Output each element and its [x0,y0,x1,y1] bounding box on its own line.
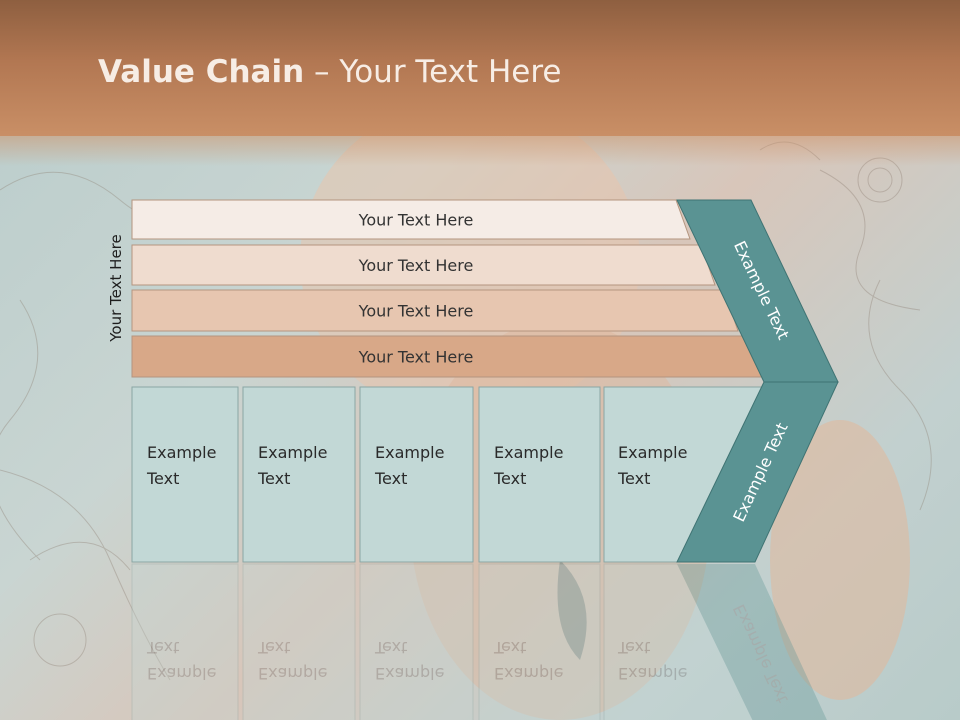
slide-title-rest: – Your Text Here [304,54,562,90]
primary-block-label-line1: Example [494,443,563,462]
primary-block-label-line1: Example [375,443,444,462]
primary-block-reflection-line2: Text [374,638,407,657]
primary-block-reflection-line2: Text [617,638,650,657]
primary-block-reflection [242,563,356,720]
primary-block-reflection-line2: Text [493,638,526,657]
primary-block-reflection-line2: Text [146,638,179,657]
primary-block-reflection [478,563,601,720]
support-bar-label: Your Text Here [358,256,474,275]
primary-block-label-line2: Text [493,469,526,488]
primary-block [131,386,239,563]
primary-block-label-line2: Text [617,469,650,488]
primary-block [242,386,356,563]
support-bar [131,244,716,286]
primary-block-reflection-line1: Example [147,664,216,683]
primary-block-label-line1: Example [618,443,687,462]
primary-block-reflection-line1: Example [618,664,687,683]
primary-block-label-line2: Text [146,469,179,488]
primary-block-reflection-line1: Example [494,664,563,683]
primary-block [478,386,601,563]
support-bar-label: Your Text Here [358,211,474,230]
primary-block-reflection-line1: Example [375,664,444,683]
primary-block-label-line2: Text [257,469,290,488]
primary-block-reflection [131,563,239,720]
primary-block-reflection-line2: Text [257,638,290,657]
primary-block [359,386,474,563]
support-bar-label: Your Text Here [358,348,474,367]
primary-block-label-line1: Example [147,443,216,462]
support-bar [131,199,691,240]
margin-arrow-lower [676,381,839,563]
primary-block-reflection-line1: Example [258,664,327,683]
slide-title-bold: Value Chain [98,54,305,90]
support-bar [131,289,739,332]
primary-block-label-line1: Example [258,443,327,462]
primary-block-label-line2: Text [374,469,407,488]
support-bar-label: Your Text Here [358,302,474,321]
margin-arrow-reflection [677,564,827,720]
primary-block-reflection [359,563,474,720]
title-bar-shadow [0,136,960,166]
primary-block-reflection [603,563,755,720]
slide-title: Value Chain – Your Text Here [98,54,561,90]
title-bar [0,0,960,136]
